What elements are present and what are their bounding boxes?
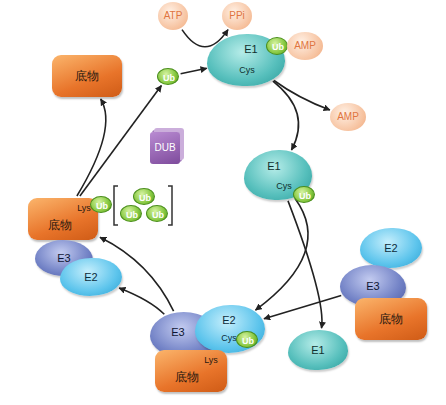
substrate-box: 底物 [355,298,427,340]
node-text: E1 [267,161,280,172]
dub-box: DUB [150,132,180,164]
node-text: E1 [311,345,324,356]
node-text: 底物 [75,70,99,82]
e2-enzyme: E2Cys [195,305,265,353]
cycle-arrow [119,288,164,314]
cycle-arrow [264,296,341,319]
cofactor-circle: AMP [287,32,323,60]
ubiquitin-circle: Ub [266,37,288,55]
node-text: Ub [163,73,175,82]
node-text: AMP [337,112,359,122]
node-text: E3 [57,253,70,264]
cycle-arrow [274,81,330,111]
ubiquitin-circle: Ub [293,186,315,203]
node-text: E3 [171,327,184,338]
ubiquitin-circle: Ub [133,188,155,205]
cycle-arrow [181,68,207,74]
node-text: Ub [96,201,108,210]
node-text: E3 [366,281,379,292]
substrate-box: Lys 底物 [28,198,98,240]
e1-enzyme: E1 [288,330,348,370]
cycle-arrow [77,99,106,196]
chain-bracket [114,186,118,225]
cycle-arrow [256,199,309,310]
node-text: E1 [244,44,257,55]
node-text: Cys [221,334,237,343]
e2-enzyme: E2 [60,258,122,296]
node-text: 底物 [175,371,199,383]
node-text: E2 [84,272,97,283]
chain-bracket [168,186,172,225]
node-text: 底物 [379,313,403,325]
cofactor-circle: PPi [222,2,252,30]
cofactor-circle: AMP [330,103,366,131]
cycle-arrow [273,81,299,150]
node-text: Ub [126,210,138,219]
substrate-box: 底物 [52,55,122,97]
ubiquitin-circle: Ub [146,205,168,222]
e2-enzyme: E2 [360,228,422,268]
node-text: E2 [384,243,397,254]
cofactor-circle: ATP [158,2,188,30]
cycle-arrow [288,201,322,328]
node-text: Ub [242,336,254,345]
ubiquitin-circle: Ub [90,196,112,213]
node-text: Ub [139,193,151,202]
node-text: Ub [152,210,164,219]
ubiquitin-circle: Ub [120,205,142,222]
node-text: PPi [229,11,245,21]
node-text: E2 [222,315,235,326]
node-text: Ub [272,43,284,52]
substrate-box: Lys 底物 [155,350,227,392]
node-text: Cys [276,182,292,191]
node-text: ATP [164,11,183,21]
ubiquitin-circle: Ub [157,68,179,85]
node-text: Ub [299,191,311,200]
node-text: 底物 [48,219,72,231]
node-text: Cys [239,66,255,75]
ubiquitin-circle: Ub [236,331,258,348]
node-text: Lys [77,204,91,213]
node-text: DUB [154,143,175,153]
node-text: AMP [294,41,316,51]
node-text: Lys [204,356,218,365]
